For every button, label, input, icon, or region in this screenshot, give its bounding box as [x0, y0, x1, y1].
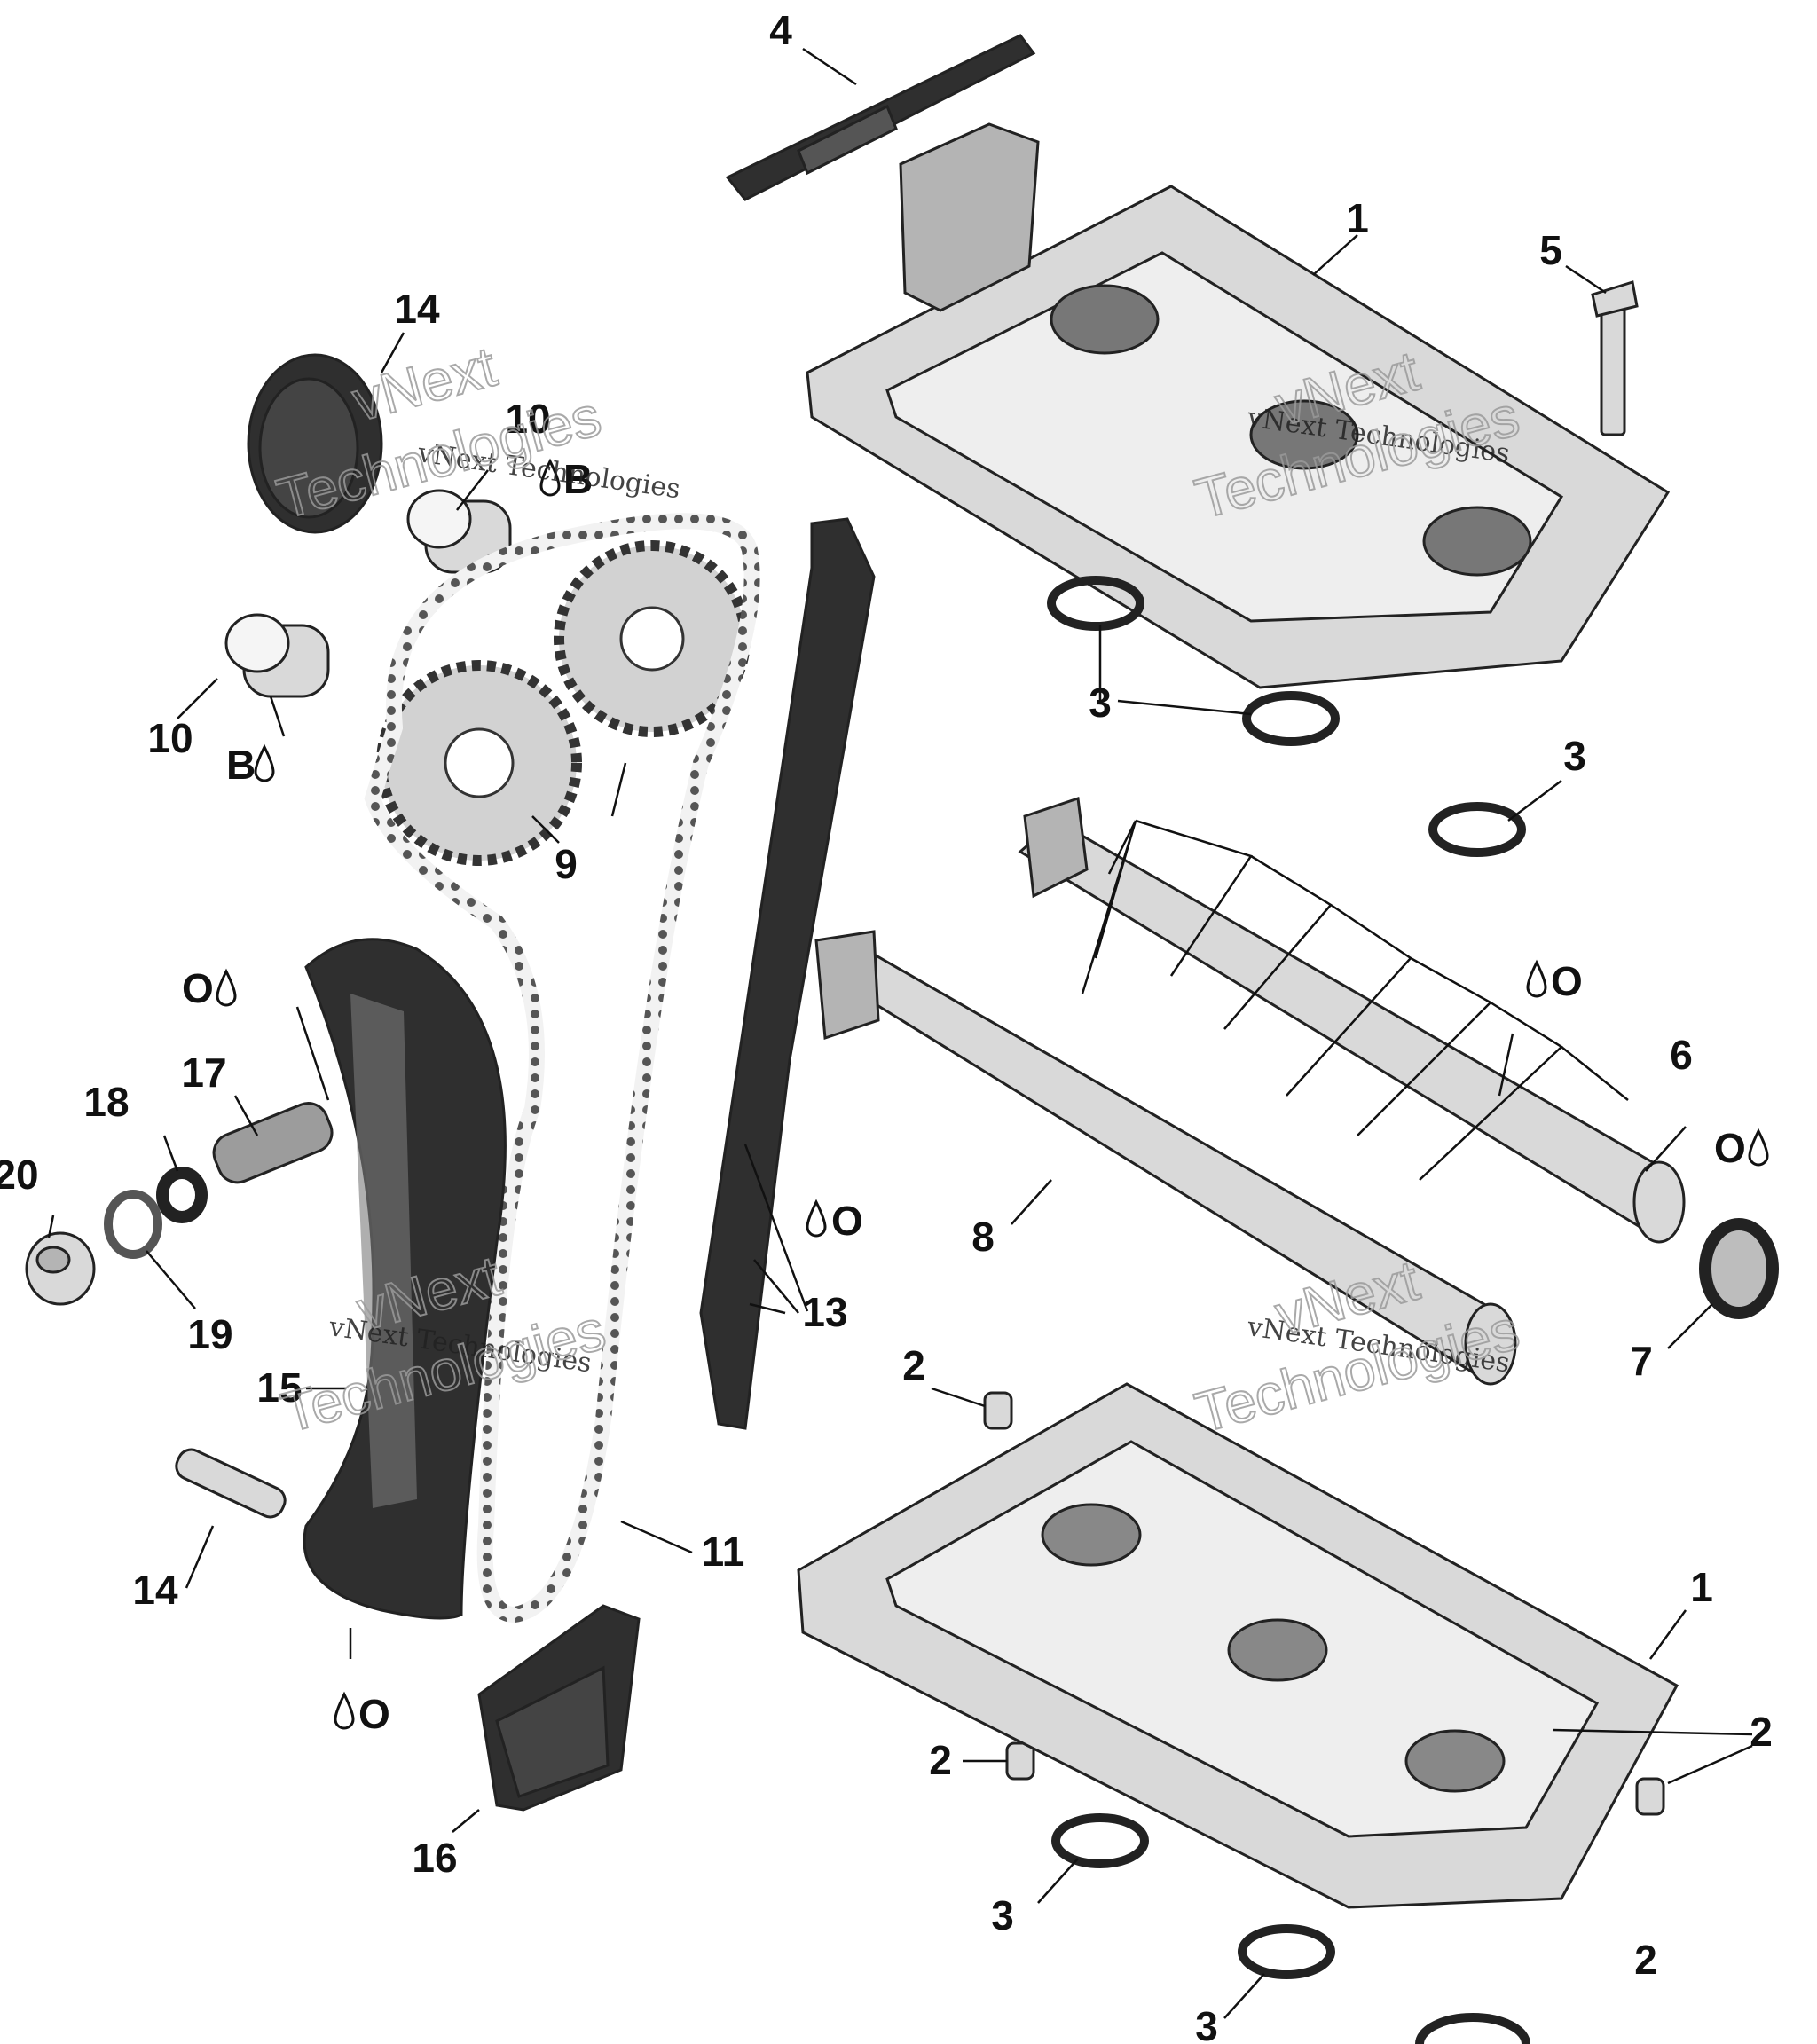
oil-drop-icon	[539, 458, 561, 497]
o-ring-c	[1428, 802, 1526, 857]
callout-18: 18	[83, 1079, 129, 1125]
o-ring-e	[1238, 1924, 1335, 1979]
oil-seal	[1699, 1218, 1779, 1319]
chain-guide-top	[725, 34, 1036, 201]
sprocket-front	[376, 660, 582, 866]
callout-4: 4	[769, 7, 792, 53]
camshaft-housing-upper	[806, 122, 1671, 689]
oil-drop-icon	[806, 1199, 827, 1238]
callout-3-c: 3	[991, 1892, 1014, 1938]
o-ring-partial	[1415, 2013, 1530, 2044]
leader-lines	[47, 47, 1753, 2019]
callout-14: 14	[132, 1567, 178, 1613]
oil-drop-icon	[1748, 1128, 1769, 1167]
callout-9: 9	[555, 841, 578, 887]
callout-8: 8	[971, 1214, 995, 1260]
svg-text:O: O	[358, 1691, 390, 1737]
tensioner-plunger	[212, 1102, 334, 1184]
callout-7: 7	[1630, 1338, 1653, 1384]
pin	[175, 1448, 287, 1519]
callout-12: 14	[394, 286, 440, 332]
dowel-pin-a	[983, 1391, 1013, 1430]
lube-mark-o-camshaft: O	[1526, 958, 1583, 1004]
o-ring-b	[1242, 691, 1340, 746]
dowel-pin-c	[1635, 1777, 1665, 1816]
svg-text:O: O	[831, 1198, 863, 1244]
camshaft-housing-lower	[797, 1382, 1679, 1909]
trigger-wheel	[247, 353, 383, 534]
chain-guide-straight	[699, 517, 876, 1430]
oil-drop-icon	[1526, 959, 1547, 998]
callout-15: 15	[256, 1364, 302, 1411]
callout-labels: 4 1 5 14 10 10 9 3 3 6 8 7 13 11 17 18 2…	[0, 7, 1773, 2044]
callout-20: 20	[0, 1152, 39, 1198]
oil-drop-icon	[254, 743, 275, 782]
callout-2-b: 2	[929, 1737, 952, 1783]
camshaft-indicator-lines	[1081, 819, 1629, 1181]
lube-mark-o-tensioner: O	[182, 965, 237, 1011]
callout-2-d: 2	[1634, 1937, 1657, 1983]
chain-slider-bottom	[477, 1604, 641, 1812]
tensioner-rail	[303, 938, 507, 1620]
plug-screw	[25, 1231, 96, 1306]
svg-text:O: O	[182, 965, 214, 1011]
callout-5: 5	[1539, 227, 1562, 273]
callout-17: 17	[181, 1050, 226, 1096]
callout-3-a: 3	[1089, 680, 1112, 726]
svg-text:B: B	[226, 742, 256, 788]
bolt	[1591, 280, 1639, 436]
callout-10-lower: 10	[147, 715, 193, 761]
o-ring-a	[1047, 576, 1144, 631]
o-ring-d	[1051, 1813, 1149, 1868]
callout-11: 11	[702, 1529, 745, 1575]
callout-3-d: 3	[1195, 2003, 1218, 2044]
washer	[104, 1190, 162, 1259]
callout-2-a: 2	[902, 1342, 925, 1388]
camshaft-intake	[814, 930, 1517, 1386]
camshaft-exhaust	[1018, 796, 1686, 1244]
callout-16: 16	[412, 1835, 457, 1881]
callout-2-c: 2	[1750, 1709, 1773, 1755]
dowel-pin-b	[1005, 1741, 1035, 1781]
callout-1-lower: 1	[1690, 1564, 1713, 1610]
oil-drop-icon	[216, 968, 237, 1007]
watermark-lower-right: vNext Technologies vNext Technologies	[1188, 1247, 1526, 1446]
bushing-lower	[224, 613, 330, 698]
callout-1-upper: 1	[1346, 195, 1369, 241]
svg-text:O: O	[1551, 958, 1583, 1004]
oil-drop-icon	[334, 1691, 355, 1730]
svg-text:B: B	[563, 456, 593, 502]
callout-19: 19	[187, 1311, 232, 1357]
seal-ring	[156, 1167, 208, 1223]
callout-10-upper: 10	[505, 396, 550, 442]
lube-mark-b-upper: B	[539, 456, 593, 502]
callout-6: 6	[1670, 1032, 1693, 1078]
timing-chain	[364, 513, 760, 1623]
svg-text:O: O	[1714, 1125, 1746, 1171]
lube-mark-o-rail: O	[334, 1691, 390, 1737]
lube-mark-o-seal: O	[1714, 1125, 1769, 1171]
lubrication-marks: B B O O O O O	[182, 456, 1769, 1737]
callout-3-b: 3	[1563, 733, 1586, 779]
callout-13: 13	[802, 1289, 847, 1335]
lube-mark-o-guide: O	[806, 1198, 863, 1244]
lube-mark-b-lower: B	[226, 742, 275, 788]
